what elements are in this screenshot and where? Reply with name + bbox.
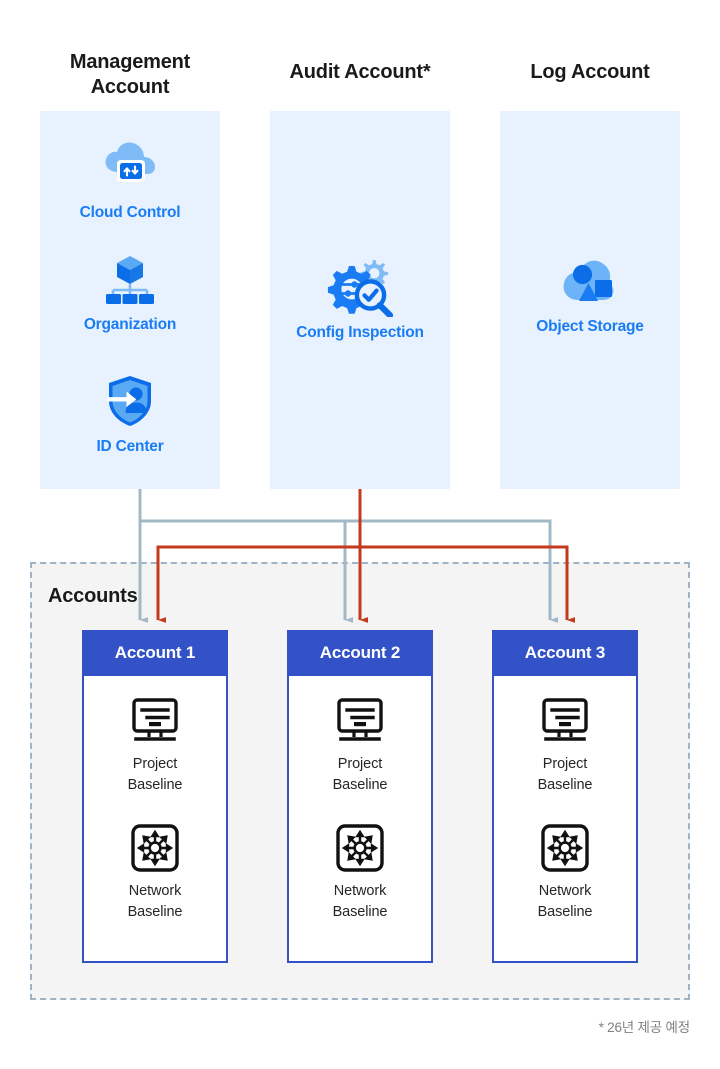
- footnote: * 26년 제공 예정: [598, 1020, 691, 1035]
- baseline-network-1[interactable]: Network Baseline: [84, 821, 226, 922]
- object-storage-icon: [500, 250, 680, 312]
- baseline-project-1[interactable]: Project Baseline: [84, 694, 226, 795]
- service-label-organization: Organization: [83, 316, 177, 333]
- baseline-project-3-label: Project Baseline: [494, 754, 636, 795]
- network-hub-icon: [84, 821, 226, 875]
- monitor-icon: [494, 694, 636, 748]
- column-title-log: Log Account: [530, 61, 650, 83]
- account-card-1-header: Account 1: [82, 630, 228, 676]
- monitor-icon: [289, 694, 431, 748]
- column-title-management-line2: Account: [90, 76, 170, 98]
- account-card-3-body: Project Baseline: [492, 676, 638, 963]
- baseline-project-3[interactable]: Project Baseline: [494, 694, 636, 795]
- baseline-project-1-label-line2: Baseline: [127, 776, 183, 793]
- baseline-project-1-label: Project Baseline: [84, 754, 226, 795]
- account-card-3-header: Account 3: [492, 630, 638, 676]
- service-label-config-inspection: Config Inspection: [296, 324, 424, 341]
- baseline-project-3-label-line2: Baseline: [537, 776, 593, 793]
- baseline-project-2-label-line2: Baseline: [332, 776, 388, 793]
- network-hub-icon: [289, 821, 431, 875]
- cloud-control-icon: [40, 136, 220, 198]
- config-inspection-icon: [270, 256, 450, 318]
- service-label-cloud-control: Cloud Control: [79, 204, 181, 221]
- baseline-project-2-label: Project Baseline: [289, 754, 431, 795]
- network-hub-icon: [494, 821, 636, 875]
- account-card-2[interactable]: Account 2 Project Baseline: [287, 630, 433, 963]
- baseline-network-1-label: Network Baseline: [84, 881, 226, 922]
- baseline-project-2-label-line1: Project: [337, 756, 383, 772]
- baseline-project-2[interactable]: Project Baseline: [289, 694, 431, 795]
- column-title-management-line1: Management: [69, 51, 191, 73]
- service-object-storage[interactable]: Object Storage: [500, 250, 680, 336]
- monitor-icon: [84, 694, 226, 748]
- service-id-center[interactable]: ID Center: [40, 370, 220, 456]
- baseline-network-3-label-line1: Network: [538, 883, 592, 900]
- baseline-project-3-label-line1: Project: [542, 756, 588, 772]
- baseline-network-1-label-line2: Baseline: [127, 903, 183, 920]
- account-card-1-body: Project Baseline: [82, 676, 228, 963]
- baseline-network-2-label-line2: Baseline: [332, 903, 388, 920]
- account-card-2-body: Project Baseline: [287, 676, 433, 963]
- baseline-network-2-label: Network Baseline: [289, 881, 431, 922]
- baseline-network-2-label-line1: Network: [333, 883, 387, 900]
- service-label-id-center: ID Center: [96, 438, 164, 455]
- baseline-network-1-label-line1: Network: [128, 883, 182, 900]
- id-center-icon: [40, 370, 220, 432]
- service-config-inspection[interactable]: Config Inspection: [270, 256, 450, 342]
- organization-icon: [40, 248, 220, 310]
- accounts-group-label: Accounts: [48, 585, 138, 607]
- column-title-audit: Audit Account*: [289, 61, 431, 83]
- service-cloud-control[interactable]: Cloud Control: [40, 136, 220, 222]
- account-card-2-header: Account 2: [287, 630, 433, 676]
- service-organization[interactable]: Organization: [40, 248, 220, 334]
- baseline-network-2[interactable]: Network Baseline: [289, 821, 431, 922]
- account-card-3[interactable]: Account 3 Project Baseline: [492, 630, 638, 963]
- baseline-network-3[interactable]: Network Baseline: [494, 821, 636, 922]
- baseline-network-3-label-line2: Baseline: [537, 903, 593, 920]
- baseline-project-1-label-line1: Project: [132, 756, 178, 772]
- baseline-network-3-label: Network Baseline: [494, 881, 636, 922]
- service-label-object-storage: Object Storage: [536, 318, 644, 335]
- column-title-management: Management Account: [40, 50, 220, 100]
- account-card-1[interactable]: Account 1 Project Baseline: [82, 630, 228, 963]
